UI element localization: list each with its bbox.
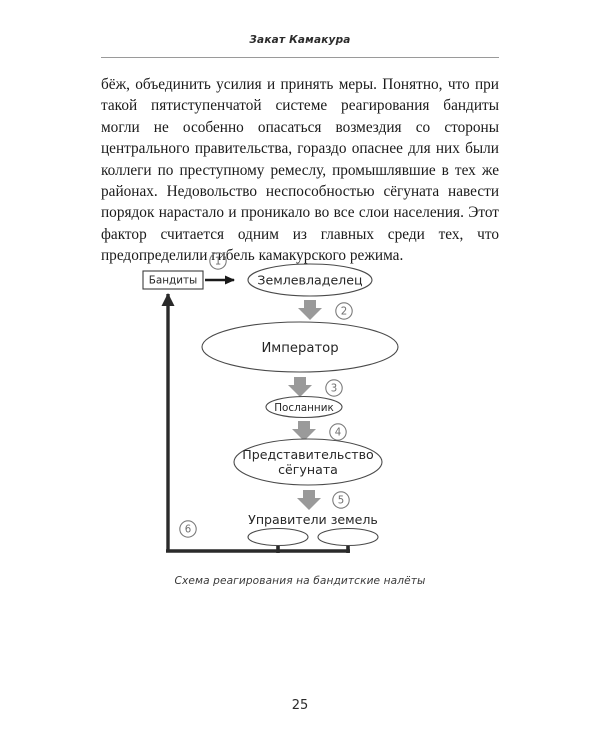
node-emperor[interactable]: Император [201,321,399,373]
running-head: Закат Камакура [249,34,351,46]
page-number: 25 [291,698,309,713]
step-1-number: 1 [215,257,221,268]
envoy-label: Посланник [274,402,334,414]
step-6-number: 6 [185,525,191,536]
envoy-ellipse [265,395,343,419]
bottom-bus-group [166,546,350,553]
diagram-svg: Бандиты 1 Землевладелец 2 [142,252,399,553]
arrow-step-1: 1 [205,252,235,285]
arrow-4-glyph [292,421,316,441]
step-4-number: 4 [335,428,341,439]
step-2-number: 2 [341,307,347,318]
steward-ellipse-left[interactable] [247,527,309,547]
bandits-label: Бандиты [149,275,197,287]
figure-caption: Схема реагирования на бандитские налёты [174,575,426,587]
step-5-circle [332,491,350,509]
arrow-step-6: 6 [179,520,197,538]
shogunate-label-line1: Представительство [242,447,374,462]
steward-ellipse-right[interactable] [317,527,379,547]
step-2-circle [335,302,353,320]
shogunate-label-line2: сёгуната [278,462,338,477]
emperor-label: Император [261,341,338,356]
emperor-ellipse [201,321,399,373]
landowner-ellipse [247,263,373,297]
arrow-5-glyph [297,490,321,510]
header-rule [101,57,499,58]
arrow-step-5: 5 [297,490,350,510]
step-4-circle [329,423,347,441]
arrow-2-glyph [298,300,322,320]
node-land-stewards[interactable]: Управители земель [247,512,379,547]
landowner-label: Землевладелец [257,273,362,288]
node-bandits[interactable]: Бандиты [142,270,204,290]
step-5-number: 5 [338,496,344,507]
arrow-step-2: 2 [298,300,353,320]
shogunate-ellipse [233,438,383,486]
body-paragraph: бёж, объединить усилия и принять меры. П… [101,76,499,265]
node-landowner[interactable]: Землевладелец [247,263,373,297]
arrow-3-glyph [288,377,312,397]
step-1-circle [209,252,227,270]
node-shogunate-office[interactable]: Представительство сёгуната [233,438,383,486]
node-envoy[interactable]: Посланник [265,395,343,419]
arrow-step-3: 3 [288,377,343,397]
figure-diagram: Бандиты 1 Землевладелец 2 [0,250,600,580]
bandits-box [142,270,204,290]
step-3-circle [325,379,343,397]
step-3-number: 3 [331,384,337,395]
step-6-circle [179,520,197,538]
land-stewards-label: Управители земель [248,512,378,527]
arrow-step-4: 4 [292,421,347,441]
